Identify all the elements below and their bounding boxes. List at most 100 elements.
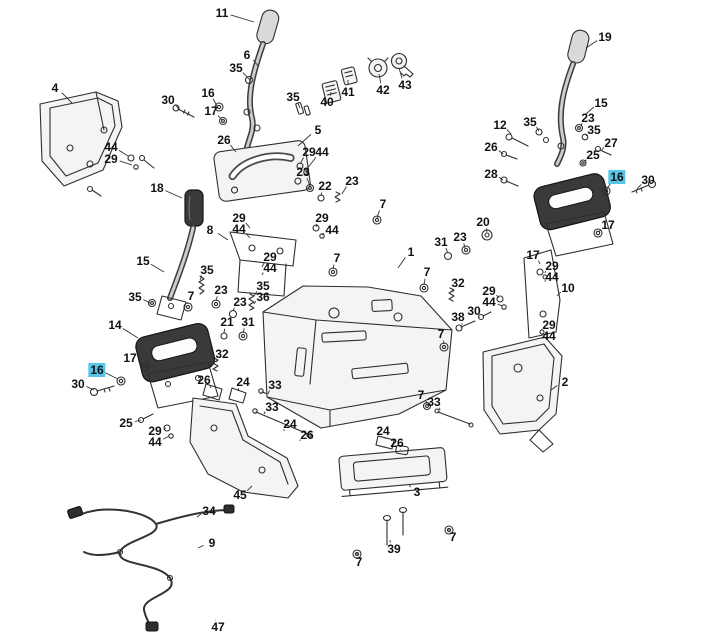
callout-8[interactable]: 8	[206, 223, 214, 237]
callout-14[interactable]: 14	[108, 318, 122, 332]
callout-7[interactable]: 7	[333, 251, 341, 265]
callout-17[interactable]: 17	[601, 218, 615, 232]
callout-7[interactable]: 7	[449, 530, 457, 544]
callout-29[interactable]: 29	[148, 424, 162, 438]
callout-32[interactable]: 32	[451, 276, 465, 290]
callout-16-highlighted[interactable]: 16	[608, 170, 626, 184]
callout-38[interactable]: 38	[451, 310, 465, 324]
callout-7[interactable]: 7	[379, 197, 387, 211]
callout-10[interactable]: 10	[561, 281, 575, 295]
callout-25[interactable]: 25	[119, 416, 133, 430]
callout-17[interactable]: 17	[526, 248, 540, 262]
callout-44[interactable]: 44	[542, 329, 556, 343]
callout-19[interactable]: 19	[598, 30, 612, 44]
callout-33[interactable]: 33	[265, 400, 279, 414]
callout-35[interactable]: 35	[128, 290, 142, 304]
callout-29[interactable]: 29	[315, 211, 329, 225]
callout-29[interactable]: 29	[263, 250, 277, 264]
callout-25[interactable]: 25	[586, 148, 600, 162]
callout-44[interactable]: 44	[232, 222, 246, 236]
callout-18[interactable]: 18	[150, 181, 164, 195]
callout-15[interactable]: 15	[594, 96, 608, 110]
callout-28[interactable]: 28	[484, 167, 498, 181]
callout-30[interactable]: 30	[71, 377, 85, 391]
callout-35[interactable]: 35	[587, 123, 601, 137]
callout-7[interactable]: 7	[187, 289, 195, 303]
callout-29[interactable]: 29	[302, 145, 316, 159]
callout-26[interactable]: 26	[390, 436, 404, 450]
callout-11[interactable]: 11	[215, 6, 229, 20]
callout-23[interactable]: 23	[296, 165, 310, 179]
callout-44[interactable]: 44	[315, 145, 329, 159]
callout-23[interactable]: 23	[214, 283, 228, 297]
callout-32[interactable]: 32	[215, 347, 229, 361]
callout-31[interactable]: 31	[241, 315, 255, 329]
callout-5[interactable]: 5	[314, 123, 322, 137]
callout-35[interactable]: 35	[229, 61, 243, 75]
callout-16[interactable]: 16	[201, 86, 215, 100]
callout-1[interactable]: 1	[407, 245, 415, 259]
plate-bracket-under-right	[545, 211, 614, 257]
callout-26[interactable]: 26	[300, 428, 314, 442]
callout-7[interactable]: 7	[417, 388, 425, 402]
callout-22[interactable]: 22	[318, 179, 332, 193]
callout-29[interactable]: 29	[542, 318, 556, 332]
callout-35[interactable]: 35	[200, 263, 214, 277]
callout-24[interactable]: 24	[283, 417, 297, 431]
callout-44[interactable]: 44	[325, 223, 339, 237]
callout-26[interactable]: 26	[484, 140, 498, 154]
callout-6[interactable]: 6	[243, 48, 251, 62]
callout-7[interactable]: 7	[437, 327, 445, 341]
callout-47[interactable]: 47	[211, 620, 225, 634]
callout-33[interactable]: 33	[427, 395, 441, 409]
callout-30[interactable]: 30	[467, 304, 481, 318]
callout-4[interactable]: 4	[51, 81, 59, 95]
callout-29[interactable]: 29	[232, 211, 246, 225]
callout-44[interactable]: 44	[148, 435, 162, 449]
callout-33[interactable]: 33	[268, 378, 282, 392]
callout-16-highlighted[interactable]: 16	[88, 363, 106, 377]
callout-23[interactable]: 23	[345, 174, 359, 188]
callout-26[interactable]: 26	[217, 133, 231, 147]
callout-24[interactable]: 24	[376, 424, 390, 438]
callout-35[interactable]: 35	[286, 90, 300, 104]
callout-7[interactable]: 7	[423, 265, 431, 279]
callout-21[interactable]: 21	[220, 315, 234, 329]
callout-23[interactable]: 23	[233, 295, 247, 309]
callout-30[interactable]: 30	[641, 173, 655, 187]
callout-20[interactable]: 20	[476, 215, 490, 229]
callout-44[interactable]: 44	[104, 140, 118, 154]
callout-30[interactable]: 30	[161, 93, 175, 107]
callout-27[interactable]: 27	[604, 136, 618, 150]
callout-44[interactable]: 44	[482, 295, 496, 309]
callout-42[interactable]: 42	[376, 83, 390, 97]
callout-45[interactable]: 45	[233, 488, 247, 502]
callout-12[interactable]: 12	[493, 118, 507, 132]
callout-15[interactable]: 15	[136, 254, 150, 268]
callout-31[interactable]: 31	[434, 235, 448, 249]
callout-43[interactable]: 43	[398, 78, 412, 92]
callout-3[interactable]: 3	[413, 485, 421, 499]
callout-29[interactable]: 29	[545, 259, 559, 273]
callout-23[interactable]: 23	[453, 230, 467, 244]
callout-17[interactable]: 17	[123, 351, 137, 365]
callout-26[interactable]: 26	[197, 373, 211, 387]
callout-7[interactable]: 7	[355, 555, 363, 569]
callout-17[interactable]: 17	[204, 104, 218, 118]
callout-36[interactable]: 36	[256, 290, 270, 304]
callout-39[interactable]: 39	[387, 542, 401, 556]
callout-35[interactable]: 35	[523, 115, 537, 129]
callout-40[interactable]: 40	[320, 95, 334, 109]
callout-9[interactable]: 9	[208, 536, 216, 550]
washer-part35-left2	[147, 298, 157, 308]
callout-23[interactable]: 23	[581, 111, 595, 125]
callout-35[interactable]: 35	[256, 279, 270, 293]
callout-29[interactable]: 29	[104, 152, 118, 166]
callout-44[interactable]: 44	[545, 270, 559, 284]
callout-41[interactable]: 41	[341, 85, 355, 99]
callout-29[interactable]: 29	[482, 284, 496, 298]
callout-34[interactable]: 34	[202, 504, 216, 518]
callout-24[interactable]: 24	[236, 375, 250, 389]
callout-2[interactable]: 2	[561, 375, 569, 389]
callout-44[interactable]: 44	[263, 261, 277, 275]
